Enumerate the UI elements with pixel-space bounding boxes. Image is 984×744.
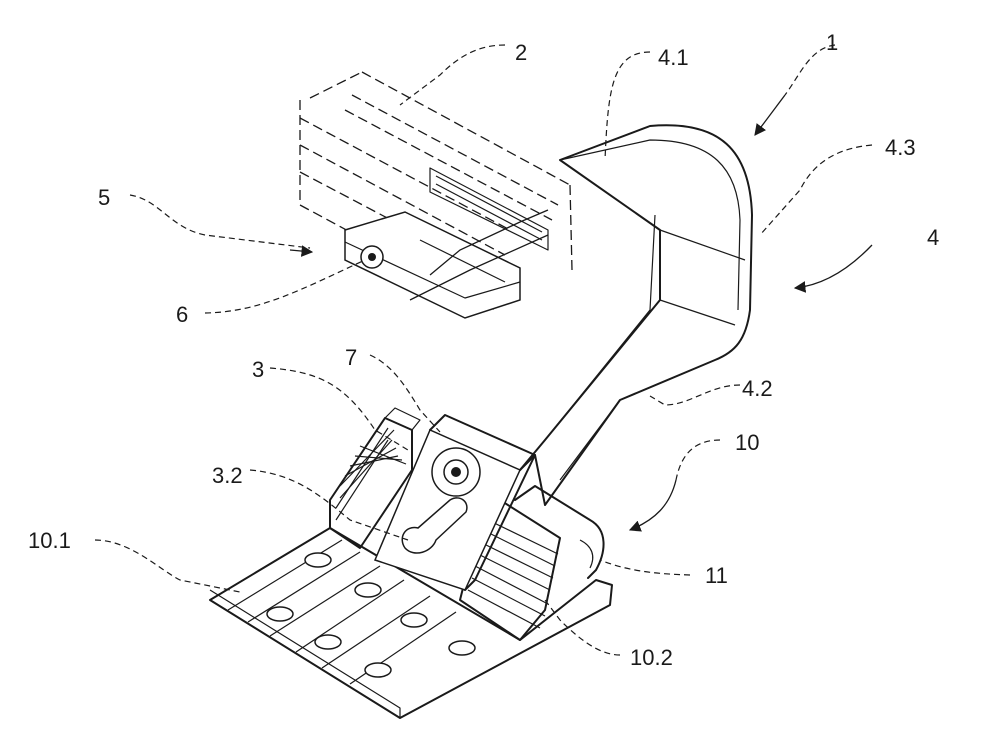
reference-labels: 1 2 3 3.2 4 4.1 4.2 4.3 5 6 7 10 10.1 10… [28, 30, 939, 670]
label-7: 7 [345, 345, 357, 370]
label-6: 6 [176, 302, 188, 327]
label-5: 5 [98, 185, 110, 210]
pointer-arrows [290, 95, 872, 530]
label-4-3: 4.3 [885, 135, 916, 160]
label-4: 4 [927, 225, 939, 250]
label-1: 1 [826, 30, 838, 55]
label-10: 10 [735, 430, 759, 455]
label-10-1: 10.1 [28, 528, 71, 553]
label-2: 2 [515, 40, 527, 65]
module-clamp [345, 210, 548, 318]
clamp-body [375, 415, 535, 590]
label-11: 11 [705, 563, 728, 588]
label-3: 3 [252, 357, 264, 382]
label-4-2: 4.2 [742, 376, 773, 401]
label-10-2: 10.2 [630, 645, 673, 670]
label-4-1: 4.1 [658, 45, 689, 70]
label-3-2: 3.2 [212, 463, 243, 488]
bracket [520, 125, 752, 505]
